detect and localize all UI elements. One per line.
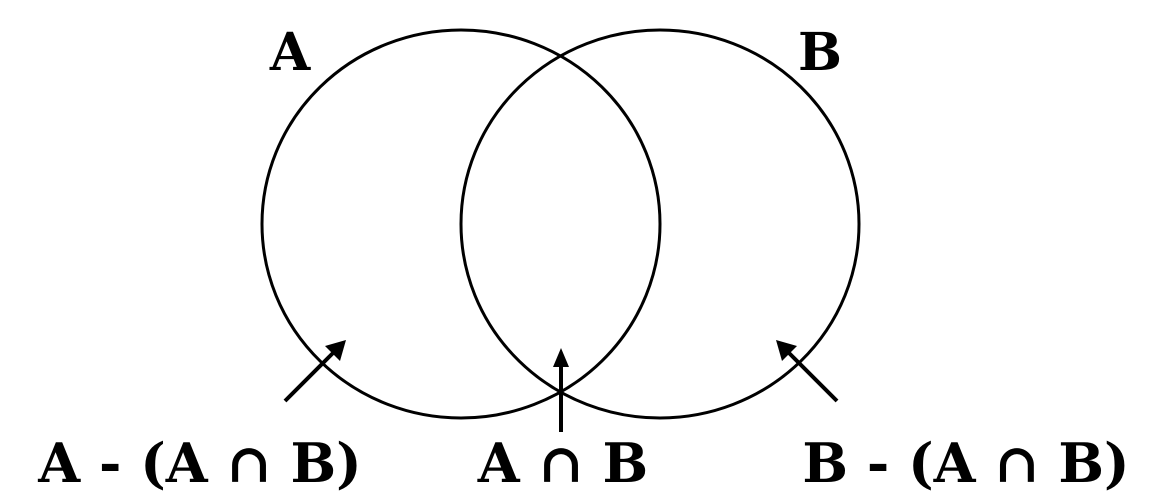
set-b-label: B [798, 22, 842, 83]
region-b-only-label: B - (A ∩ B) [802, 431, 1129, 495]
set-b-circle [459, 28, 861, 420]
region-a-only-label: A - (A ∩ B) [37, 431, 361, 495]
arrow-a-only [283, 340, 346, 403]
arrow-b-only [776, 340, 839, 403]
set-a-label: A [269, 22, 311, 83]
region-intersection-label: A ∩ B [477, 431, 648, 495]
set-a-circle [260, 28, 662, 420]
arrow-intersection [553, 348, 569, 432]
